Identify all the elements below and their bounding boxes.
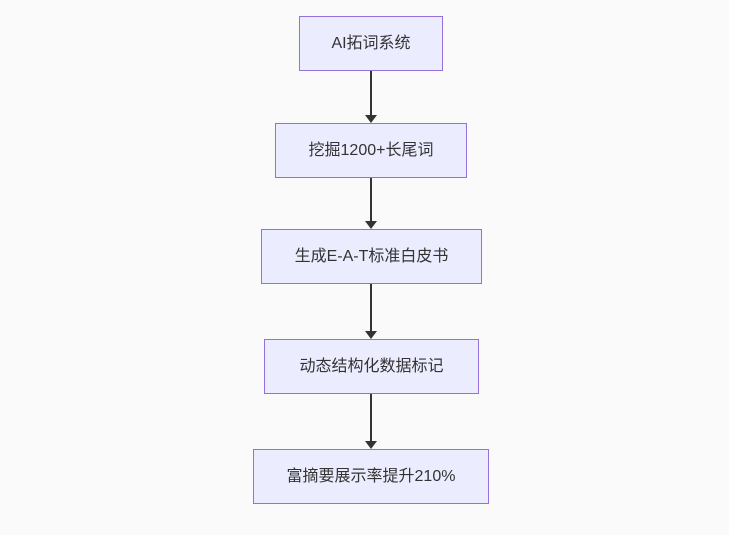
flow-arrow-4 xyxy=(365,394,377,449)
arrow-head-down-icon xyxy=(365,331,377,339)
flow-node-label: 生成E-A-T标准白皮书 xyxy=(294,247,449,265)
arrow-line xyxy=(370,284,372,331)
flow-arrow-2 xyxy=(365,178,377,229)
arrow-head-down-icon xyxy=(365,115,377,123)
flow-node-label: 富摘要展示率提升210% xyxy=(286,467,456,485)
flow-node-ai-word-system: AI拓词系统 xyxy=(299,16,443,71)
flow-node-label: 挖掘1200+长尾词 xyxy=(308,141,434,159)
flow-node-structured-data-markup: 动态结构化数据标记 xyxy=(264,339,479,394)
flow-arrow-3 xyxy=(365,284,377,339)
flow-node-rich-snippet-result: 富摘要展示率提升210% xyxy=(253,449,489,504)
flow-node-label: 动态结构化数据标记 xyxy=(299,357,444,375)
flow-node-eat-whitepaper: 生成E-A-T标准白皮书 xyxy=(261,229,482,284)
arrow-line xyxy=(370,71,372,115)
arrow-line xyxy=(370,178,372,221)
flow-arrow-1 xyxy=(365,71,377,123)
arrow-head-down-icon xyxy=(365,221,377,229)
flow-node-label: AI拓词系统 xyxy=(331,34,411,52)
arrow-head-down-icon xyxy=(365,441,377,449)
arrow-line xyxy=(370,394,372,441)
flow-node-longtail-mining: 挖掘1200+长尾词 xyxy=(275,123,467,178)
